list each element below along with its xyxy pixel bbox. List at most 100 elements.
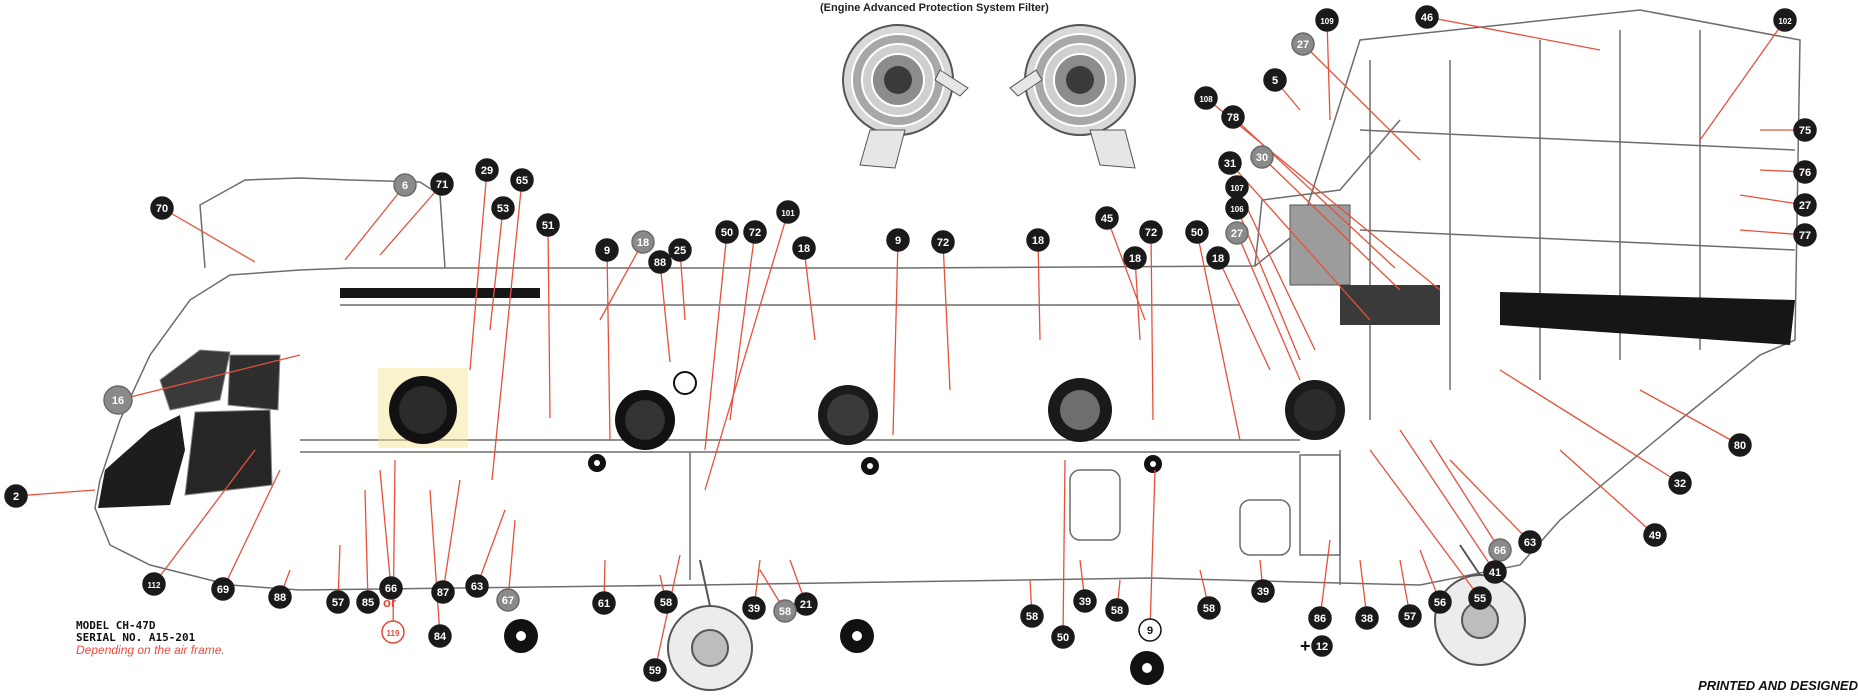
callout-circle xyxy=(715,220,739,244)
callout-76: 76 xyxy=(1793,160,1817,184)
callout-circle xyxy=(1197,596,1221,620)
leader-c50c xyxy=(1062,459,1066,638)
callout-circle xyxy=(1138,618,1162,642)
leader-c71 xyxy=(379,183,443,256)
callout-circle xyxy=(794,592,818,616)
callout-circle xyxy=(1218,151,1242,175)
callout-circle xyxy=(379,576,403,600)
callout-circle xyxy=(1020,604,1044,628)
callout-number: 38 xyxy=(1361,613,1373,625)
leader-c72b xyxy=(942,241,951,391)
callout-number: 29 xyxy=(481,165,493,177)
callout-number: 56 xyxy=(1434,597,1446,609)
callout-circle xyxy=(1206,246,1230,270)
leader-c101 xyxy=(704,211,789,491)
callout-circle xyxy=(1026,228,1050,252)
model-line-1: MODEL CH-47D xyxy=(76,619,156,632)
callout-49: 49 xyxy=(1643,523,1667,547)
leader-c50b xyxy=(1196,231,1241,441)
callout-number: 12 xyxy=(1316,641,1328,653)
callout-61: 61 xyxy=(592,591,616,615)
portholes xyxy=(378,368,1345,450)
callout-63: 63 xyxy=(465,574,489,598)
callout-number: 18 xyxy=(1212,253,1224,265)
callout-circle xyxy=(1311,635,1333,657)
callout-circle xyxy=(1225,175,1249,199)
leader-c85 xyxy=(364,489,369,603)
leader-c27a xyxy=(1236,232,1301,381)
leader-lines xyxy=(15,16,1806,671)
leader-c70 xyxy=(161,207,256,263)
callout-72: 72 xyxy=(743,220,767,244)
plus-label: + xyxy=(1300,636,1311,656)
callout-71: 71 xyxy=(430,172,454,196)
callout-number: 112 xyxy=(148,581,161,590)
callout-12: 12 xyxy=(1311,635,1333,657)
callout-circle xyxy=(326,590,350,614)
callout-55: 55 xyxy=(1468,586,1492,610)
leader-c50a xyxy=(704,231,728,451)
callout-circle xyxy=(1643,523,1667,547)
callout-18: 18 xyxy=(631,230,655,254)
callout-number: 39 xyxy=(1079,596,1091,608)
callout-number: 25 xyxy=(674,245,686,257)
callout-87: 87 xyxy=(431,580,455,604)
leader-c46 xyxy=(1426,16,1601,51)
callout-number: 63 xyxy=(1524,537,1536,549)
callout-circle xyxy=(1488,538,1512,562)
callout-circle xyxy=(1308,606,1332,630)
callout-circle xyxy=(742,596,766,620)
callout-number: 46 xyxy=(1421,12,1433,24)
callout-66: 66 xyxy=(379,576,403,600)
callout-number: 58 xyxy=(779,606,791,618)
leader-c63a xyxy=(476,509,506,587)
callout-50: 50 xyxy=(715,220,739,244)
callout-circle xyxy=(431,580,455,604)
callout-58: 58 xyxy=(1020,604,1044,628)
model-block: MODEL CH-47D SERIAL NO. A15-201 Dependin… xyxy=(76,619,225,657)
callout-56: 56 xyxy=(1428,590,1452,614)
callout-66: 66 xyxy=(1488,538,1512,562)
callout-number: 85 xyxy=(362,597,374,609)
callout-6: 6 xyxy=(393,173,417,197)
callout-25: 25 xyxy=(668,238,692,262)
footer-credit: PRINTED AND DESIGNED xyxy=(1698,678,1858,693)
callout-circle xyxy=(1428,590,1452,614)
callout-5: 5 xyxy=(1263,68,1287,92)
leader-c31 xyxy=(1229,162,1371,321)
callout-2: 2 xyxy=(4,484,28,508)
callout-58: 58 xyxy=(1105,598,1129,622)
callout-80: 80 xyxy=(1728,433,1752,457)
callout-53: 53 xyxy=(491,196,515,220)
callout-21: 21 xyxy=(794,592,818,616)
callout-circle xyxy=(1315,8,1339,32)
callout-number: 27 xyxy=(1799,200,1811,212)
or-label: or xyxy=(383,595,396,610)
callout-108: 108 xyxy=(1194,86,1218,110)
callout-84: 84 xyxy=(428,624,452,648)
callout-109: 109 xyxy=(1315,8,1339,32)
leader-c27b xyxy=(1302,43,1421,161)
callout-number: 6 xyxy=(402,180,408,192)
callout-number: 72 xyxy=(937,237,949,249)
callout-58: 58 xyxy=(1197,596,1221,620)
callout-88: 88 xyxy=(648,250,672,274)
callout-circle xyxy=(211,577,235,601)
leader-c65 xyxy=(491,179,523,481)
callout-58: 58 xyxy=(773,599,797,623)
callout-58: 58 xyxy=(654,590,678,614)
callout-9: 9 xyxy=(595,238,619,262)
callout-27: 27 xyxy=(1291,32,1315,56)
callout-number: 9 xyxy=(895,235,901,247)
leader-c32 xyxy=(1499,369,1681,484)
callout-circle xyxy=(1105,598,1129,622)
callout-number: 78 xyxy=(1227,112,1239,124)
callout-circle xyxy=(1793,223,1817,247)
callout-101: 101 xyxy=(776,200,800,224)
callout-number: 18 xyxy=(1032,235,1044,247)
leader-c67 xyxy=(507,519,516,601)
callout-number: 49 xyxy=(1649,530,1661,542)
callout-number: 5 xyxy=(1272,75,1278,87)
leader-c63b xyxy=(1449,459,1531,543)
callout-number: 76 xyxy=(1799,167,1811,179)
